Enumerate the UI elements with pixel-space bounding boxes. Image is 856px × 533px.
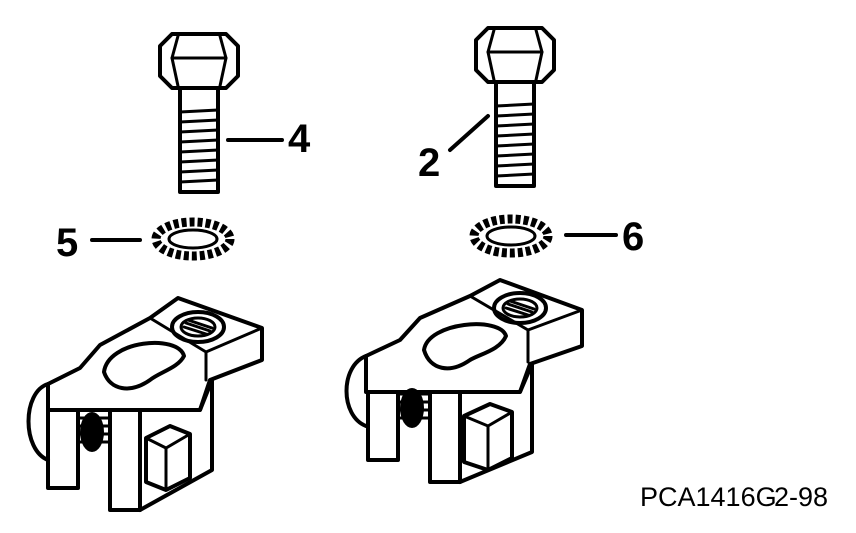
leader-line-2 xyxy=(448,114,490,152)
bolt-right xyxy=(474,26,556,188)
lock-washer-right xyxy=(469,214,553,258)
battery-clamp-right xyxy=(344,278,584,484)
figure-code: PCA1416G xyxy=(640,482,777,512)
battery-clamp-left xyxy=(26,296,264,512)
callout-4: 4 xyxy=(288,117,311,161)
bolt-left xyxy=(158,32,240,194)
callout-2: 2 xyxy=(418,141,440,185)
callout-6: 6 xyxy=(622,215,644,259)
page-reference: 2-98 xyxy=(774,482,828,512)
callout-5: 5 xyxy=(56,221,78,265)
lock-washer-left xyxy=(151,217,235,261)
